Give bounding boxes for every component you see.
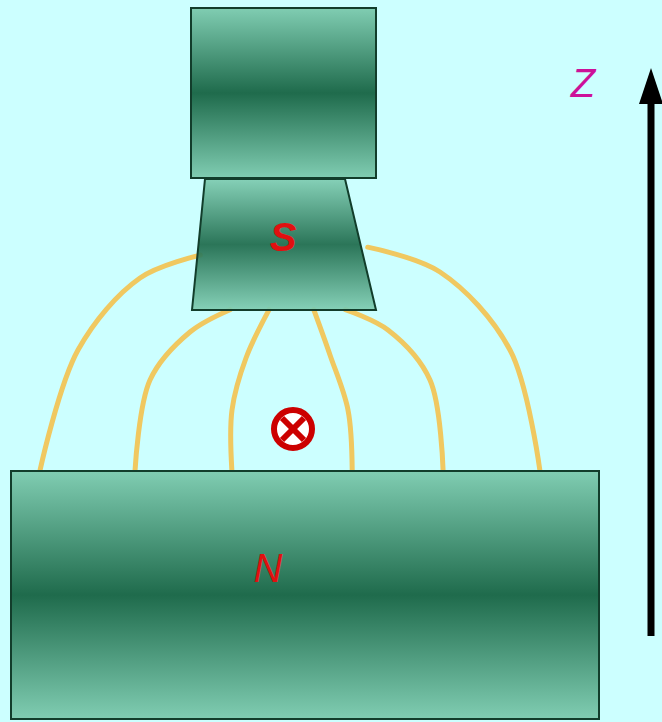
- current-symbol: [274, 410, 312, 448]
- pole-label: N: [254, 548, 283, 588]
- field-line: [231, 310, 269, 470]
- pole-label: S: [270, 217, 297, 257]
- magnet-yoke: [191, 8, 376, 178]
- north-pole: N: [10, 470, 600, 720]
- axis-label: Z: [571, 63, 595, 103]
- magnet-outline: [10, 470, 600, 720]
- field-line: [314, 310, 352, 470]
- field-line: [345, 310, 443, 470]
- field-line: [40, 255, 200, 470]
- south-pole: S: [191, 178, 377, 311]
- field-line: [135, 310, 230, 470]
- field-line: [368, 247, 540, 470]
- z-axis-arrow: [639, 68, 662, 636]
